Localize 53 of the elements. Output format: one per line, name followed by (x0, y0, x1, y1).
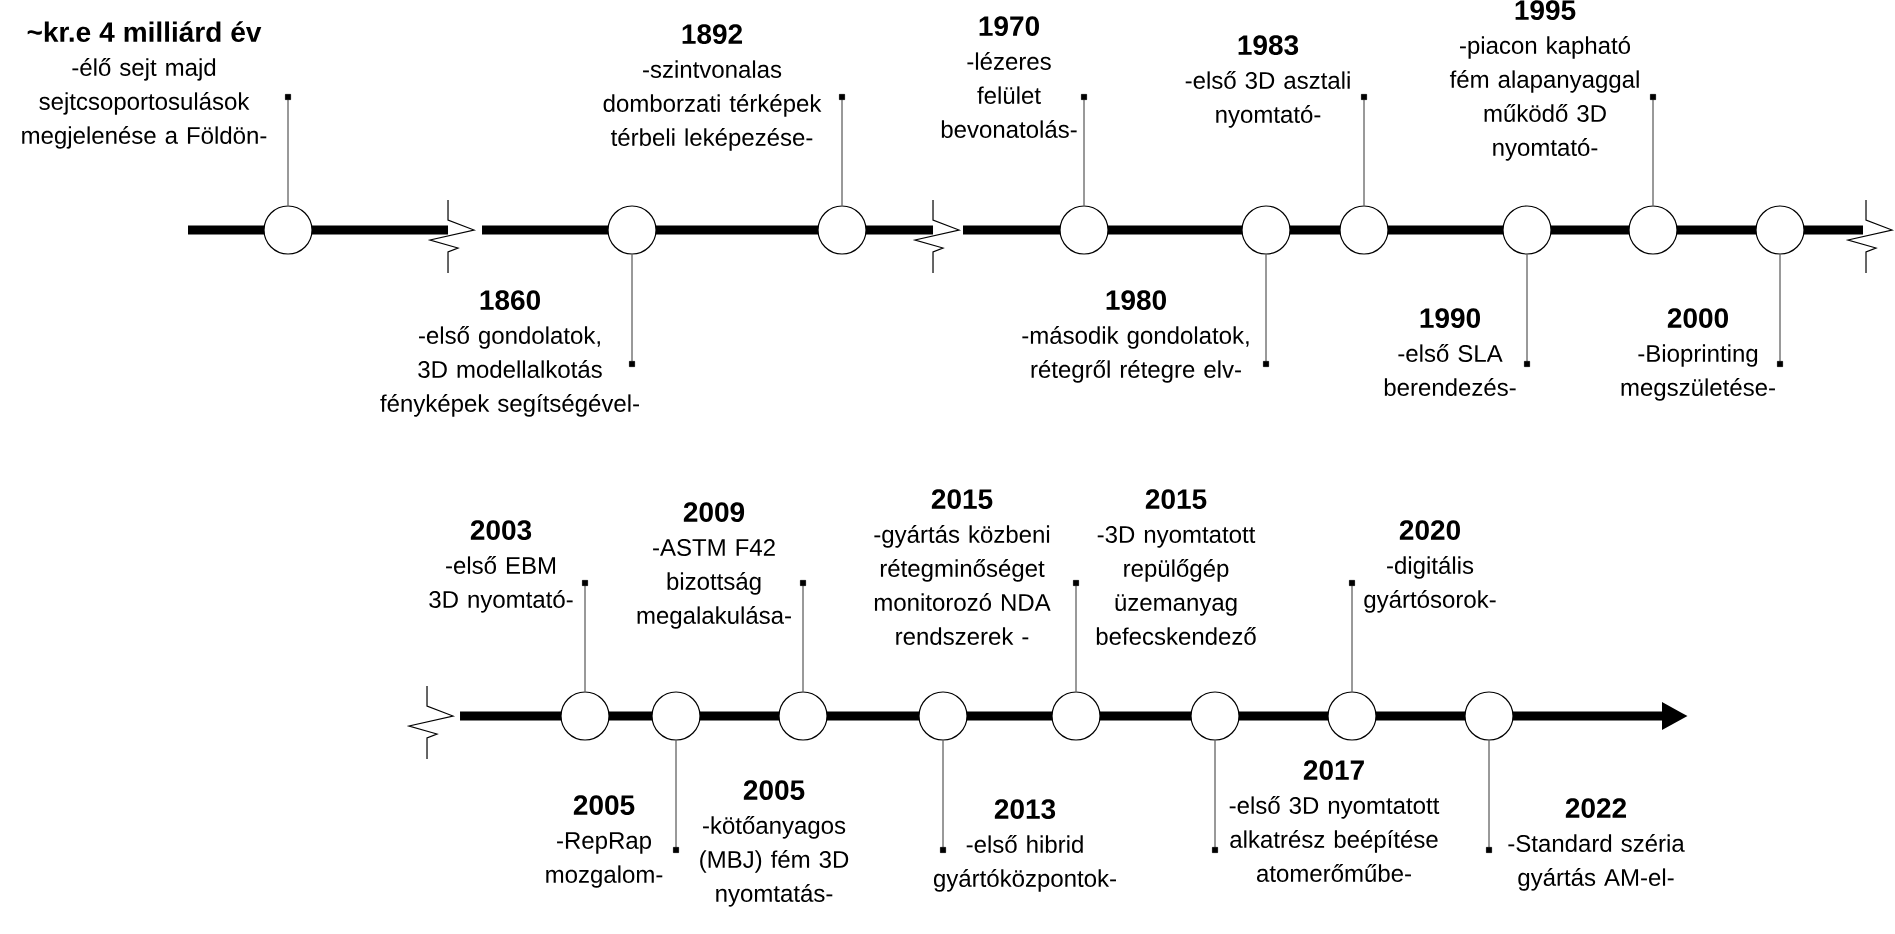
event-text: 2003 -első EBM 3D nyomtató- (429, 520, 573, 613)
event-text: 1995 -piacon kapható fém alapanyaggal működő 3D nyomtató- (1449, 0, 1639, 161)
leader-line (1650, 94, 1656, 206)
event-text: 2000 -Bioprinting megszületése- (1621, 308, 1775, 401)
leader-line (673, 740, 679, 853)
event-text: 2020 -digitális gyártósorok- (1364, 520, 1496, 613)
timeline-marker (1327, 691, 1377, 741)
timeline-marker (560, 691, 610, 741)
timeline-marker (817, 205, 867, 255)
leader-line (1486, 740, 1492, 853)
timeline-marker (1241, 205, 1291, 255)
event-text: 2005 -kötőanyagos (MBJ) fém 3D nyomtatás- (700, 780, 849, 907)
leader-line (1361, 94, 1367, 206)
event-text: 2009 -ASTM F42 bizottság megalakulása- (637, 502, 791, 629)
event-text: 2022 -Standard széria gyártás AM-el- (1508, 798, 1685, 891)
timeline-marker (651, 691, 701, 741)
leader-line (839, 94, 845, 206)
event-text: 1892 -szintvonalas domborzati térképek térbeli leképezése- (603, 24, 822, 151)
leader-line (1212, 740, 1218, 853)
event-text: 1970 -lézeres felület bevonatolás- (941, 16, 1077, 138)
event-text: 1860 -első gondolatok, 3D modellalkotás fényképek segítségével- (380, 290, 639, 417)
timeline-marker (1502, 205, 1552, 255)
timeline-marker (1464, 691, 1514, 741)
timeline-marker (1628, 205, 1678, 255)
timeline-marker (1755, 205, 1805, 255)
timeline-marker (1339, 205, 1389, 255)
event-text: 2017 -első 3D nyomtatott alkatrész beépítése atomerőműbe- (1229, 760, 1440, 882)
timeline-marker (607, 205, 657, 255)
event-text: 2015 -gyártás közbeni rétegminőséget monitorozó NDA rendszerek - (874, 489, 1051, 645)
timeline-marker (263, 205, 313, 255)
timeline-marker (918, 691, 968, 741)
event-text: 1980 -második gondolatok, rétegről rétegre elv- (1022, 290, 1249, 383)
leader-line (1081, 94, 1087, 206)
leader-line (582, 580, 588, 692)
leader-line (1777, 254, 1783, 367)
event-text: 1983 -első 3D asztali nyomtató- (1185, 35, 1350, 128)
leader-line (1524, 254, 1530, 367)
leader-line (629, 254, 635, 367)
timeline-marker (1059, 205, 1109, 255)
leader-line (1349, 580, 1355, 692)
leader-line (1073, 580, 1079, 692)
event-text: 1990 -első SLA berendezés- (1384, 308, 1516, 396)
leader-line (800, 580, 806, 692)
event-text: 2013 -első hibrid gyártóközpontok- (933, 799, 1116, 892)
event-text: ~kr.e 4 milliárd év -élő sejt majd sejtcsoportosulások megjelenése a Földön- (22, 21, 267, 149)
timeline-marker (1051, 691, 1101, 741)
leader-line (1263, 254, 1269, 367)
leader-line (285, 94, 291, 206)
leader-line (940, 740, 946, 853)
event-text: 2005 -RepRap mozgalom- (546, 795, 663, 888)
timeline-marker (1190, 691, 1240, 741)
event-text: 2015 -3D nyomtatott repülőgép üzemanyag befecskendező (1096, 489, 1256, 645)
timeline-marker (778, 691, 828, 741)
